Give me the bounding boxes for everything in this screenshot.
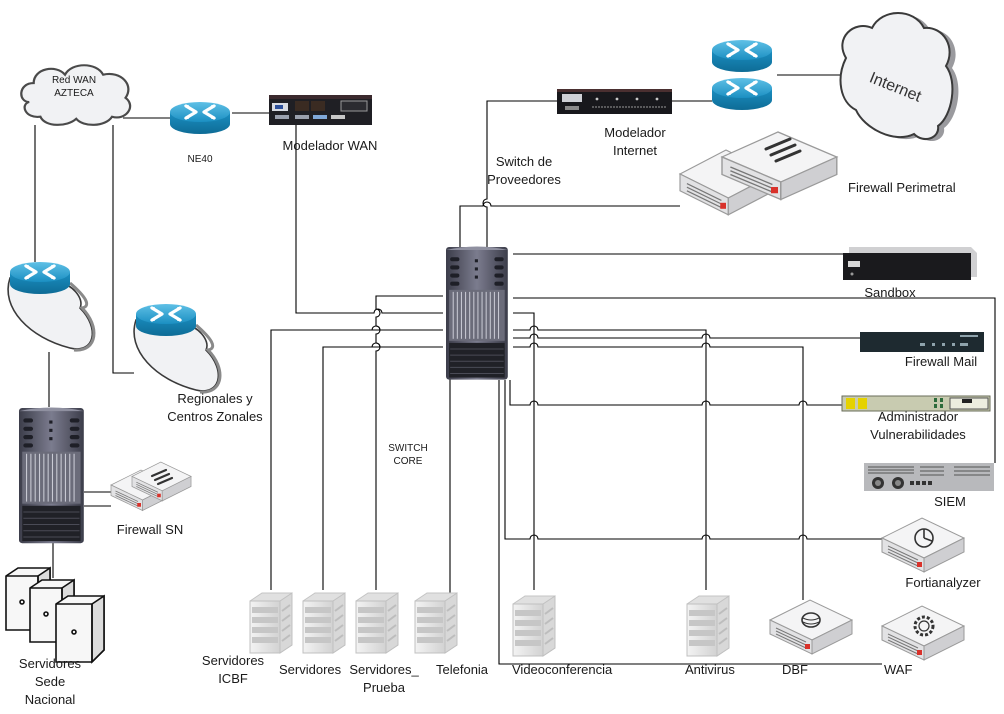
label-servidores-icbf: Servidores ICBF <box>196 652 270 688</box>
label-line: Nacional <box>24 692 76 707</box>
label-line: CORE <box>393 456 423 467</box>
label-waf: WAF <box>884 662 913 677</box>
cloud-internet[interactable]: Internet <box>839 12 959 142</box>
label-switch-core: SWITCH CORE <box>378 442 438 468</box>
link-core-to-servidores-icbf <box>270 325 443 590</box>
label-modelador-wan: Modelador WAN <box>282 138 378 153</box>
server-servidores-prueba[interactable] <box>355 592 399 654</box>
label-line: Vulnerabilidades <box>870 427 966 442</box>
label-servidores: Servidores <box>279 662 342 677</box>
label-siem: SIEM <box>934 494 966 509</box>
label-line: Prueba <box>363 680 405 695</box>
link-core-to-servidores <box>322 342 443 590</box>
router-internet-2[interactable] <box>710 76 774 112</box>
label-telefonia: Telefonia <box>436 662 489 677</box>
appliance-dbf[interactable] <box>769 599 853 655</box>
appliance-sandbox[interactable] <box>843 247 977 280</box>
label-line: Servidores_ <box>349 662 419 677</box>
link-core-to-siem <box>513 297 996 463</box>
appliance-firewall-mail[interactable] <box>860 332 984 352</box>
server-servidores-icbf[interactable] <box>249 592 293 654</box>
label-videoconferencia: Videoconferencia <box>512 662 613 677</box>
label-sandbox: Sandbox <box>864 285 916 300</box>
appliance-administrador-vulnerabilidades[interactable] <box>841 395 991 412</box>
label-modelador-internet: Modelador Internet <box>590 124 680 160</box>
label-line: AZTECA <box>54 88 94 99</box>
appliance-modelador-internet[interactable] <box>557 89 672 114</box>
label-line: Internet <box>612 143 658 158</box>
label-line: Modelador <box>604 125 666 140</box>
label-regionales: Regionales y Centros Zonales <box>160 390 270 426</box>
router-regionales[interactable] <box>134 304 220 392</box>
server-servidores[interactable] <box>302 592 346 654</box>
label-ne40: NE40 <box>187 154 213 165</box>
label-switch-proveedores: Switch de Proveedores <box>476 153 572 189</box>
link-core-to-vuln <box>509 380 842 406</box>
link-core-to-dbf <box>513 342 804 600</box>
link-core-to-fortianalyzer <box>504 380 882 540</box>
router-internet-1[interactable] <box>710 38 774 74</box>
server-telefonia[interactable] <box>414 592 458 654</box>
label-firewall-sn: Firewall SN <box>116 522 184 537</box>
appliance-waf[interactable] <box>881 605 965 661</box>
label-administrador-vulnerabilidades: Administrador Vulnerabilidades <box>858 408 978 444</box>
database-icon <box>801 612 821 628</box>
label-servidores-prueba: Servidores_ Prueba <box>344 661 424 697</box>
label-line: Centros Zonales <box>167 409 263 424</box>
servers-sede-nacional[interactable] <box>5 566 105 664</box>
link-videoconf-to-waf <box>498 380 882 665</box>
firewall-perimetral[interactable] <box>679 131 838 216</box>
label-firewall-perimetral: Firewall Perimetral <box>848 180 956 195</box>
link-wan-to-regionales <box>112 125 134 374</box>
link-core-to-antivirus <box>513 325 707 590</box>
label-firewall-mail: Firewall Mail <box>904 354 978 369</box>
router-sede-nacional[interactable] <box>8 262 94 350</box>
label-line: SWITCH <box>388 443 428 454</box>
label-line: Red WAN <box>51 75 97 86</box>
label-line: Sede <box>34 674 66 689</box>
label-line: Proveedores <box>487 172 561 187</box>
server-antivirus[interactable] <box>686 595 730 657</box>
link-core-to-fortianalyzer-via <box>513 312 535 590</box>
connection-lines <box>34 74 996 665</box>
firewall-sn[interactable] <box>110 461 192 511</box>
label-servidores-sede-nacional: Servidores Sede Nacional <box>12 655 88 709</box>
label-dbf: DBF <box>782 662 808 677</box>
router-ne40[interactable] <box>168 100 232 136</box>
label-line: Administrador <box>877 409 959 424</box>
link-core-to-firewall-perimetral <box>459 201 680 247</box>
label-red-wan-azteca: Red WAN AZTECA <box>44 74 104 100</box>
label-line: Regionales y <box>177 391 253 406</box>
label-antivirus: Antivirus <box>685 662 735 677</box>
gear-globe-icon <box>913 615 935 637</box>
label-line: Switch de <box>495 154 553 169</box>
label-line: Servidores <box>18 656 82 671</box>
server-siem[interactable] <box>864 463 994 491</box>
label-line: Servidores <box>201 653 265 668</box>
appliance-modelador-wan[interactable] <box>269 95 372 125</box>
switch-sede-nacional[interactable] <box>18 406 85 544</box>
appliance-fortianalyzer[interactable] <box>881 517 965 573</box>
link-core-to-modelador-internet <box>482 100 557 247</box>
label-fortianalyzer: Fortianalyzer <box>905 575 981 590</box>
link-core-to-firewall-mail <box>513 333 860 339</box>
label-line: ICBF <box>218 671 248 686</box>
server-videoconferencia[interactable] <box>512 595 556 657</box>
switch-core-chassis[interactable] <box>445 245 509 381</box>
